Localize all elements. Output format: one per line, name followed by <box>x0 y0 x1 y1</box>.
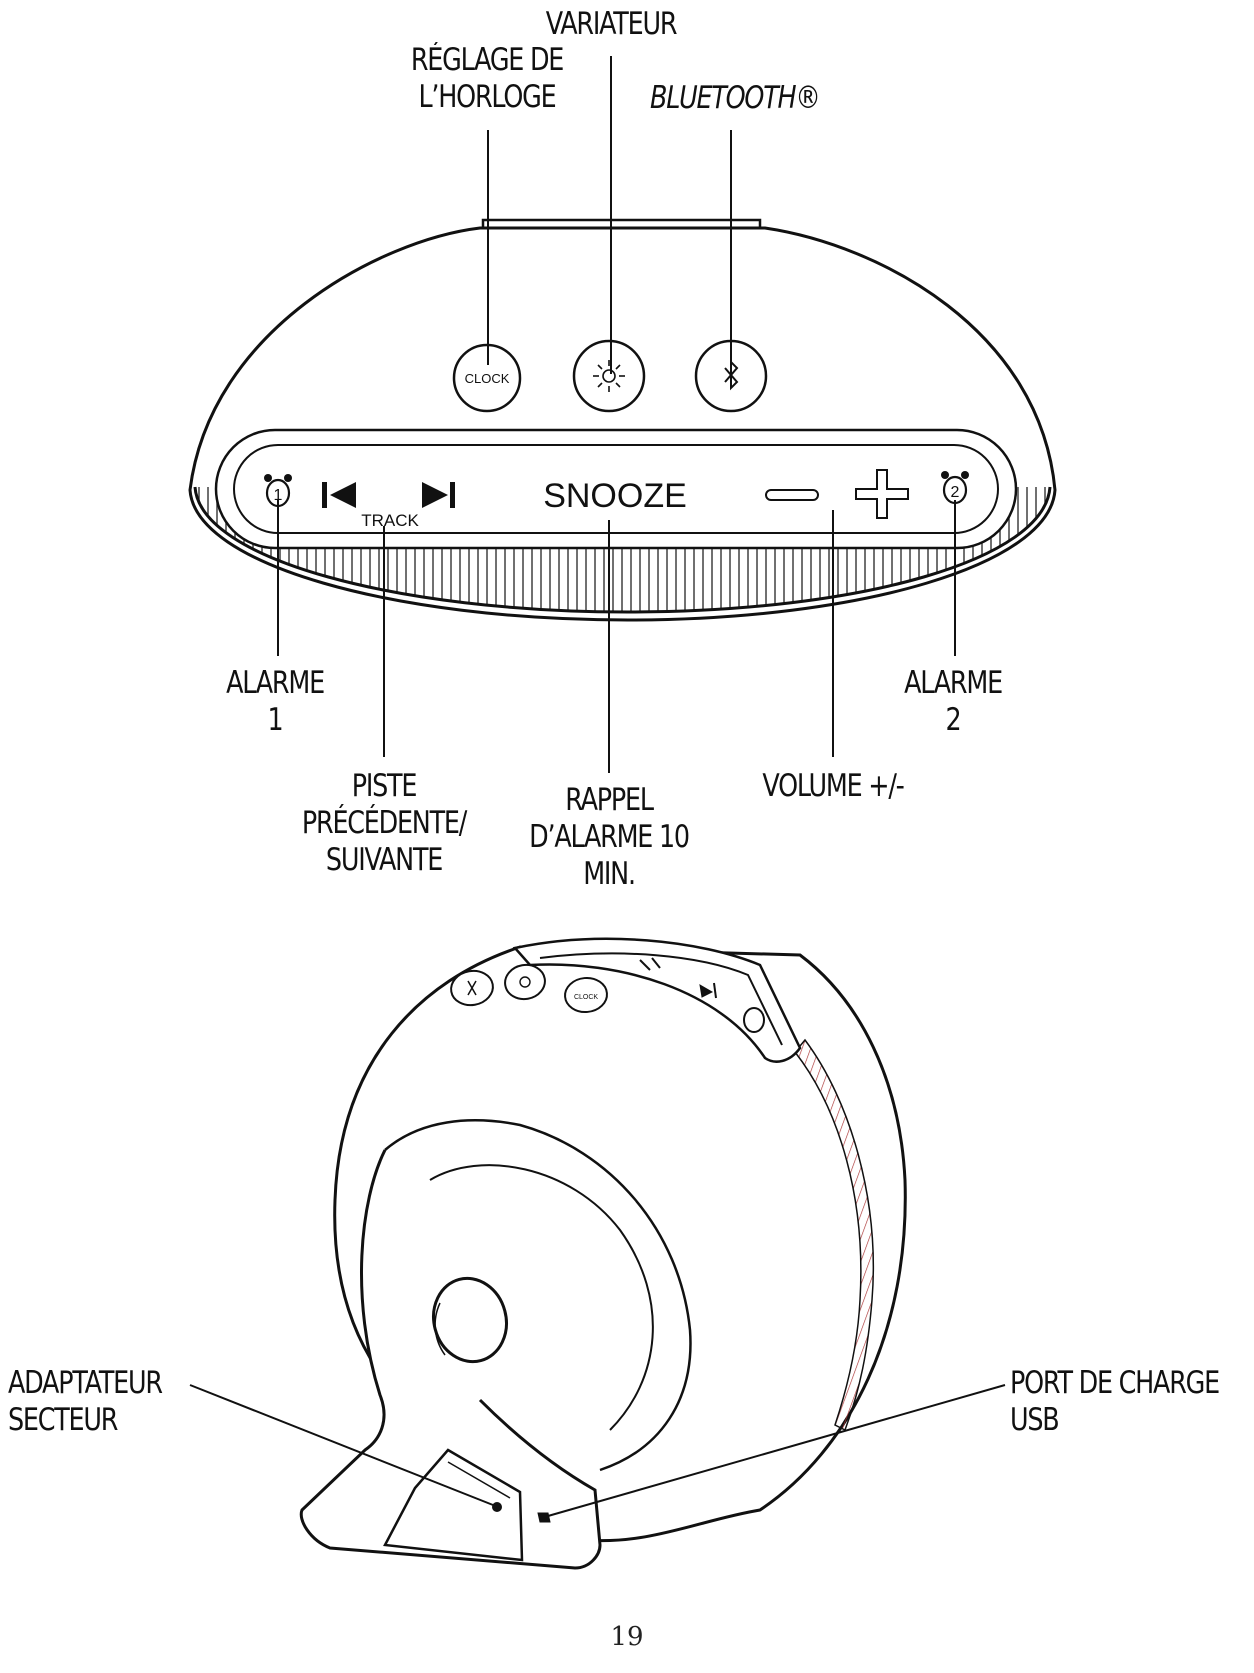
sun-icon <box>593 360 625 392</box>
volume-plus-icon <box>855 469 909 519</box>
next-track-icon <box>422 482 455 508</box>
label-dimmer: VARIATEUR <box>545 6 678 42</box>
small-clock-label: CLOCK <box>574 994 598 1001</box>
alarm1-badge: 1 <box>274 487 283 504</box>
previous-track-icon <box>322 482 356 508</box>
dimmer-button <box>572 339 646 413</box>
label-usb-port: PORT DE CHARGE USB <box>1010 1365 1220 1438</box>
bluetooth-icon <box>724 359 739 391</box>
leader-lines-side <box>189 1384 1006 1517</box>
label-bluetooth: BLUETOOTH® <box>650 80 821 116</box>
page-number: 19 <box>610 1622 644 1652</box>
label-clock-setting: RÉGLAGE DE L’HORLOGE <box>410 42 565 115</box>
label-track: PISTE PRÉCÉDENTE/ SUIVANTE <box>301 768 467 878</box>
snooze-label: SNOOZE <box>543 477 687 515</box>
leader-lines-top <box>277 56 956 773</box>
alarm1-icon: 1 <box>264 474 292 508</box>
label-volume: VOLUME +/- <box>762 768 905 804</box>
label-alarm2: ALARME 2 <box>904 665 1003 738</box>
label-ac-adapter: ADAPTATEUR SECTEUR <box>8 1365 163 1438</box>
top-view-device: CLOCK 1 <box>188 218 1057 622</box>
volume-minus-icon <box>765 489 819 501</box>
side-view-device: CLOCK <box>299 937 907 1570</box>
alarm2-icon: 2 <box>941 471 969 505</box>
label-snooze: RAPPEL D’ALARME 10 MIN. <box>529 782 690 892</box>
clock-button-label: CLOCK <box>465 371 510 386</box>
label-alarm1: ALARME 1 <box>226 665 325 738</box>
track-label: TRACK <box>361 511 419 530</box>
alarm2-badge: 2 <box>951 484 960 501</box>
